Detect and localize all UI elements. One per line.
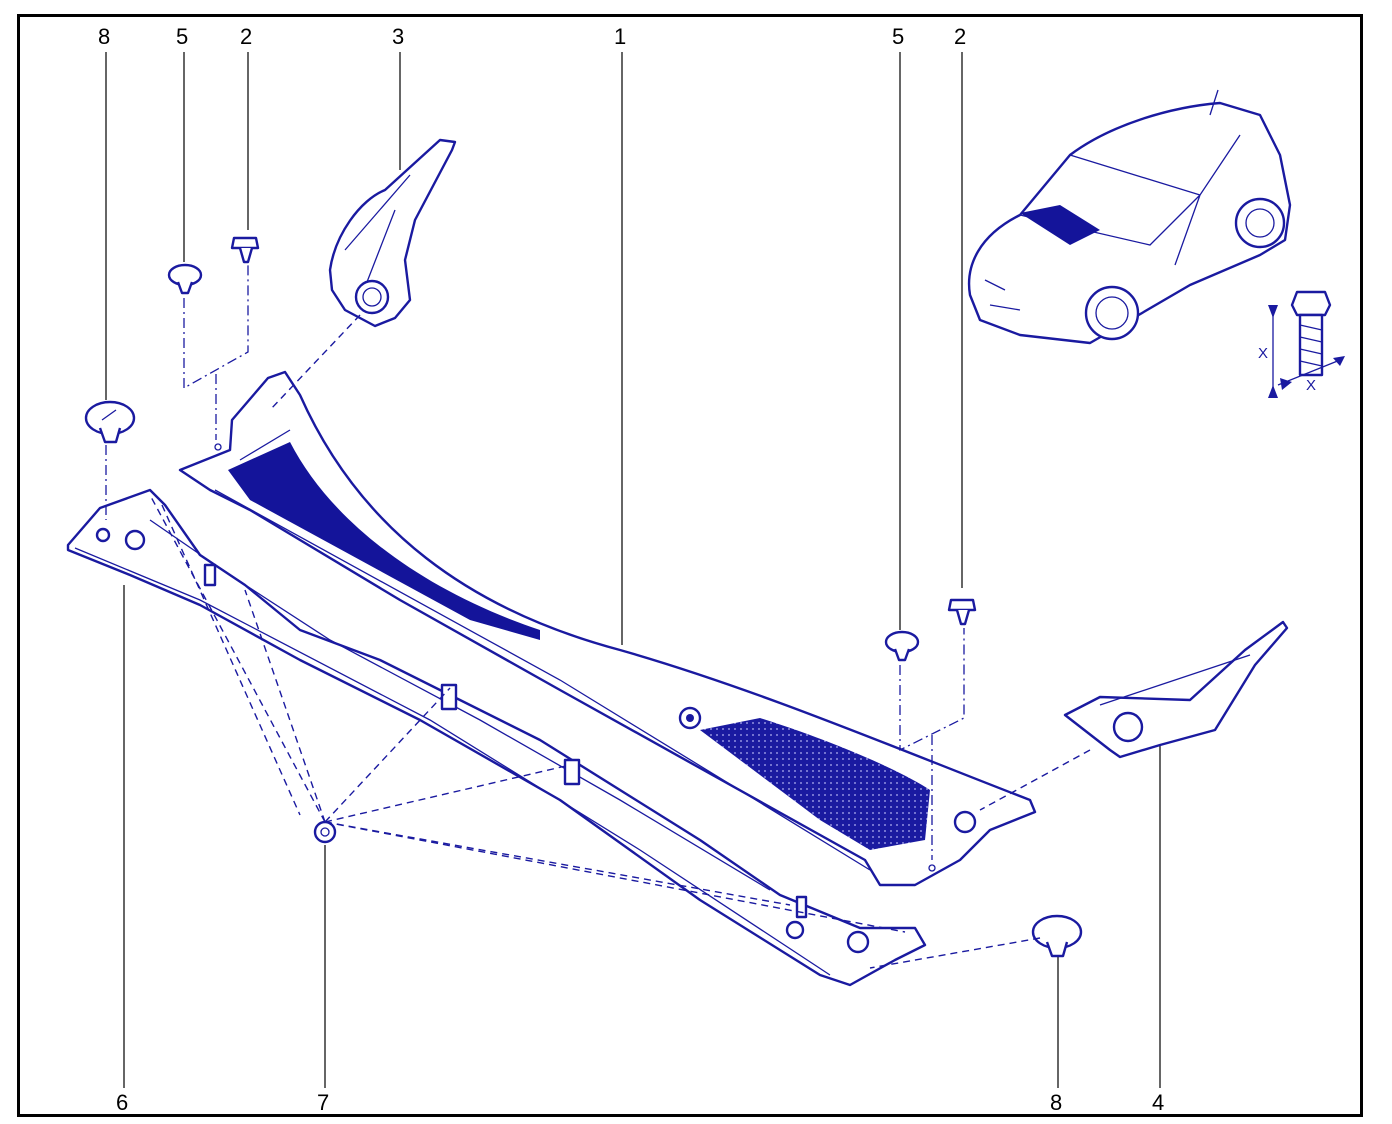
callout-2-top-left: 2: [240, 24, 252, 49]
assembly-lines: [105, 265, 1091, 969]
screw-2-right: [947, 598, 977, 626]
side-cap-right-part-4: [1063, 620, 1289, 759]
clip-8-top-left: [84, 400, 136, 444]
bolt-torque-icon: X X: [1258, 290, 1345, 398]
clip-5-right: [884, 630, 920, 662]
callout-3: 3: [392, 24, 404, 49]
callout-7: 7: [317, 1090, 329, 1115]
torque-x-bottom-label: X: [1306, 377, 1316, 394]
torque-x-left-label: X: [1258, 345, 1268, 362]
callout-5-top-right: 5: [892, 24, 904, 49]
callout-4: 4: [1152, 1090, 1164, 1115]
lower-channel-part-6: [66, 488, 927, 987]
leader-lines: [105, 52, 1161, 1088]
callout-6: 6: [116, 1090, 128, 1115]
callout-1: 1: [614, 24, 626, 49]
callout-2-top-right: 2: [954, 24, 966, 49]
callout-8-bottom: 8: [1050, 1090, 1062, 1115]
screw-2-left: [230, 236, 260, 264]
clip-5-left: [167, 263, 203, 295]
callout-5-top-left: 5: [176, 24, 188, 49]
callout-8-top: 8: [98, 24, 110, 49]
nut-7: [313, 820, 337, 844]
side-cap-left-part-3: [328, 138, 457, 328]
car-overview-icon: [967, 89, 1292, 345]
cowl-panel-part-1: [178, 370, 1037, 887]
diagram-frame: [17, 14, 1363, 1117]
clip-8-bottom-right: [1031, 914, 1083, 958]
